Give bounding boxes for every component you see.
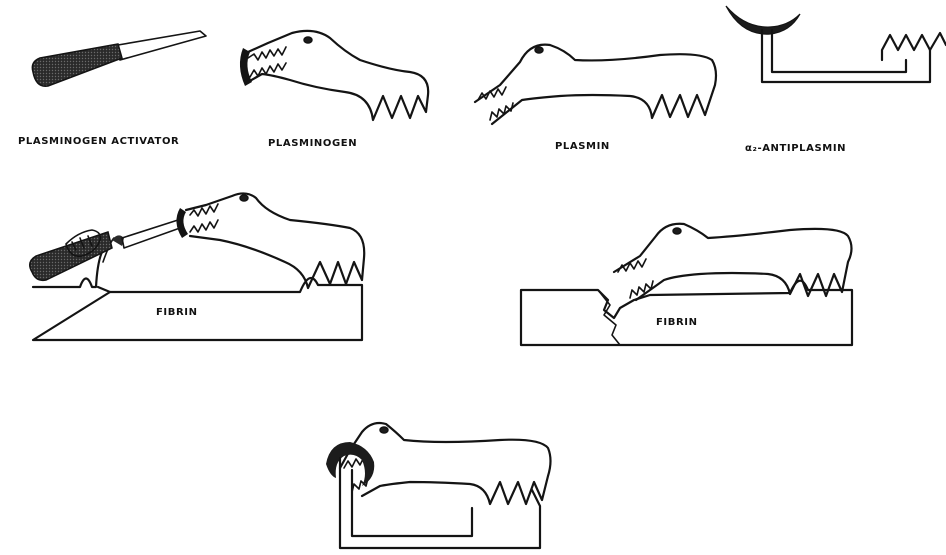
plasminogen-activator-knife: [32, 31, 206, 86]
activator-on-fibrin-group: [30, 193, 364, 340]
label-antiplasmin: α₂-ANTIPLASMIN: [745, 143, 846, 154]
label-fibrin-left: FIBRIN: [156, 307, 198, 318]
label-plasminogen-activator: PLASMINOGEN ACTIVATOR: [18, 136, 179, 147]
plasmin-creature: [475, 45, 716, 124]
antiplasmin-molecule: [726, 6, 946, 82]
plasminogen-creature: [240, 31, 428, 120]
label-fibrin-right: FIBRIN: [656, 317, 698, 328]
plasmin-antiplasmin-complex: [326, 423, 551, 548]
label-plasminogen: PLASMINOGEN: [268, 138, 357, 149]
label-plasmin: PLASMIN: [555, 141, 610, 152]
